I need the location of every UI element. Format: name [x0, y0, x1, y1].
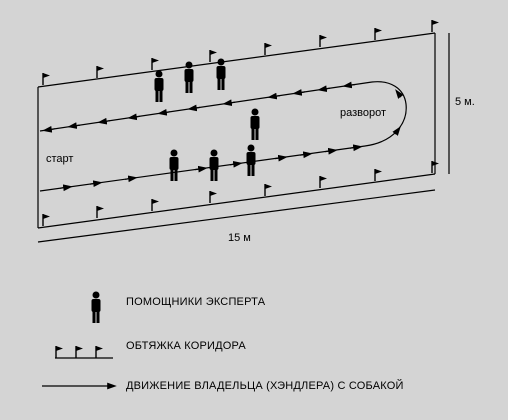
path-turn-curve [364, 81, 407, 147]
arrow-left-icon [97, 117, 111, 125]
legend-flags-icon [55, 345, 113, 359]
person-icon [246, 144, 256, 176]
legend-helpers-text: ПОМОЩНИКИ ЭКСПЕРТА [126, 296, 266, 308]
arrow-right-icon [59, 184, 73, 192]
arrow-left-icon [292, 89, 306, 96]
arrow-right-icon [349, 144, 363, 152]
flag-icon [42, 213, 51, 227]
person-icon [169, 149, 179, 181]
flag-icon [431, 19, 440, 33]
flags-bottom-row [42, 160, 440, 227]
outer-bottom-line [37, 173, 436, 229]
person-icon [250, 108, 260, 140]
flag-icon [209, 49, 218, 63]
person-icon [216, 58, 226, 90]
flag-icon [319, 175, 328, 189]
arrow-left-icon [42, 125, 56, 133]
legend-flags-text: ОБТЯЖКА КОРИДОРА [126, 340, 246, 352]
flag-icon [96, 65, 105, 79]
arrow-left-icon [317, 85, 331, 93]
arrow-left-icon [342, 81, 356, 89]
outer-top-line [37, 32, 436, 88]
flag-icon [264, 183, 273, 197]
arrow-right-icon [124, 175, 138, 183]
width-label: 5 м. [455, 96, 475, 108]
flag-icon [319, 34, 328, 48]
flag-icon [264, 42, 273, 56]
legend-path-text: ДВИЖЕНИЕ ВЛАДЕЛЬЦА (ХЭНДЛЕРА) С СОБАКОЙ [126, 380, 404, 392]
arrow-left-icon [222, 99, 236, 107]
arrow-left-icon [157, 108, 171, 116]
arrow-right-icon [194, 165, 208, 173]
path-outgoing-arrows [59, 144, 363, 192]
arrow-right-icon [274, 154, 288, 162]
turn-label: разворот [340, 107, 387, 119]
flags-top-row [42, 19, 440, 86]
arrow-left-icon [127, 113, 141, 121]
flag-icon [42, 72, 51, 86]
person-icon [209, 149, 219, 181]
arrow-left-icon [187, 104, 201, 112]
corridor-lines [37, 32, 450, 243]
arrow-up-icon [392, 126, 401, 136]
path-return-arrows [42, 81, 356, 133]
arrow-left-icon [67, 122, 81, 129]
path-return-line [39, 81, 373, 132]
arrow-left-icon [267, 92, 281, 100]
legend-person-icon [91, 291, 101, 323]
arrow-right-icon [89, 180, 103, 187]
length-label: 15 м [228, 232, 251, 244]
flag-icon [209, 190, 218, 204]
flag-icon [96, 205, 105, 219]
start-label: старт [46, 153, 74, 165]
flag-icon [151, 57, 160, 71]
flag-icon [374, 27, 383, 41]
length-dimension-line [37, 189, 436, 243]
arrow-right-icon [229, 161, 243, 168]
arrow-right-icon [324, 147, 338, 155]
person-icon [184, 61, 194, 93]
flag-icon [151, 198, 160, 212]
arrow-turn-icon [395, 89, 404, 99]
flag-icon [374, 168, 383, 182]
arrow-right-icon [299, 151, 313, 159]
person-icon [154, 70, 164, 102]
